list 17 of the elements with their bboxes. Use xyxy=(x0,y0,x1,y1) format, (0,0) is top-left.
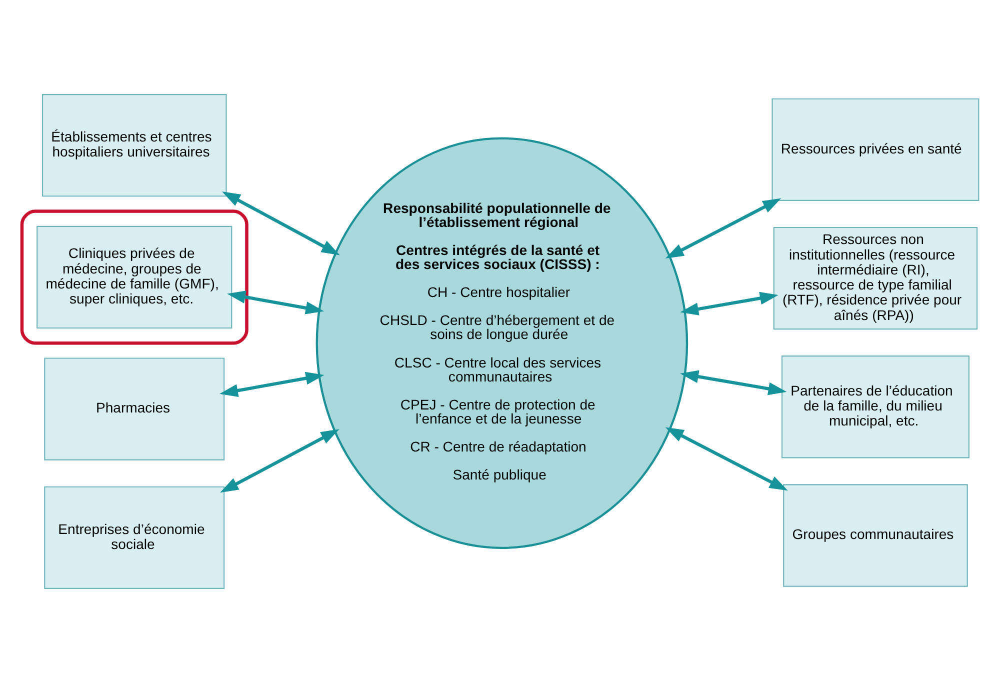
node-box: Pharmacies xyxy=(44,358,224,460)
arrow xyxy=(226,290,324,314)
arrow xyxy=(680,370,786,396)
node-box: Entreprises d’économie sociale xyxy=(44,486,224,589)
arrow xyxy=(219,372,324,397)
arrow xyxy=(220,429,339,493)
node-box: Ressources non institutionnelles (ressource intermédiaire (RI), ressource de type familial (RTF), résidence privée pour aînés (RPA)) xyxy=(772,226,978,330)
node-box: Établissements et centres hospitaliers universitaires xyxy=(41,94,226,197)
node-box: Groupes communautaires xyxy=(782,484,968,587)
arrow xyxy=(664,198,781,259)
node-box: Partenaires de l’éducation de la famille, du milieu municipal, etc. xyxy=(780,356,969,458)
node-box: Ressources privées en santé xyxy=(771,98,979,201)
arrow xyxy=(680,292,778,316)
arrow xyxy=(664,427,788,491)
node-box: Cliniques privées de médecine, groupes de médecine de famille (GMF), super cliniques, etc. xyxy=(36,226,232,329)
arrow xyxy=(221,191,340,256)
node-circle: Responsabilité populationnelle de l’établissement régional Centres intégrés de la santé et des services sociaux (CISSS) : CH - Centre hospitalier CHSLD - Centre d’hébergement et de soins de longue durée CLSC - Centre local des services communautaires CPEJ - Centre de protection de l’enfance et de la jeunesse CR - Centre de réadaptation Santé publique xyxy=(315,137,688,549)
